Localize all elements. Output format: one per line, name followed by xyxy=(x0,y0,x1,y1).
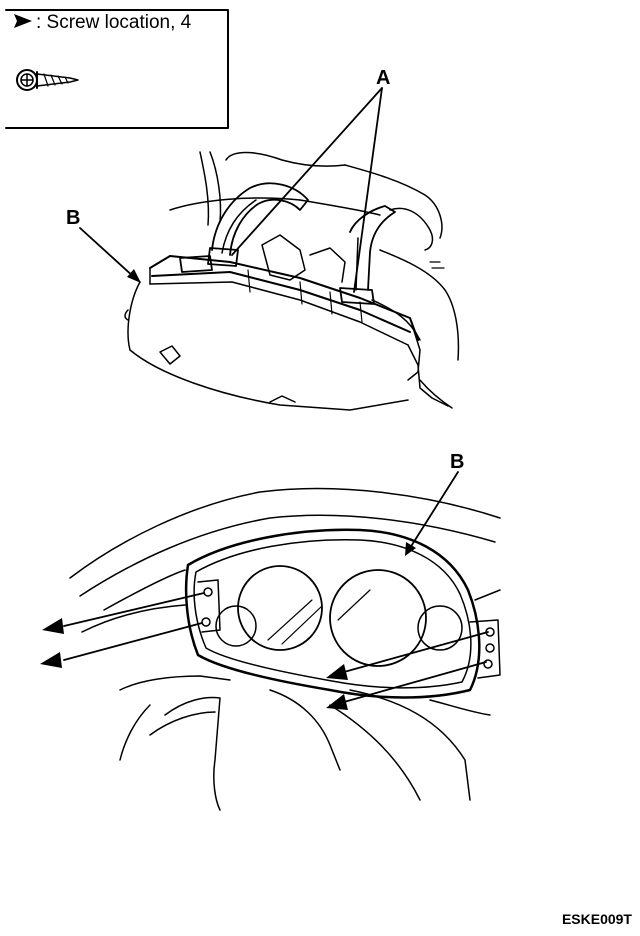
screw-arrow-3 xyxy=(326,664,348,680)
screw-arrow-4 xyxy=(326,694,348,710)
legend-text: : Screw location, 4 xyxy=(36,12,192,33)
screw-arrow-2 xyxy=(40,652,62,668)
figure-code: ESKE009T xyxy=(562,911,632,927)
label-a: A xyxy=(376,67,390,89)
top-illustration: A B xyxy=(66,67,460,411)
legend-box: : Screw location, 4 xyxy=(5,9,229,129)
screw-arrow-1 xyxy=(42,618,64,634)
bottom-illustration: B xyxy=(40,451,501,811)
screw-icon xyxy=(16,69,79,91)
label-b-top: B xyxy=(66,207,80,229)
arrowhead-marker-icon xyxy=(14,14,32,28)
label-b-bottom: B xyxy=(450,451,464,473)
